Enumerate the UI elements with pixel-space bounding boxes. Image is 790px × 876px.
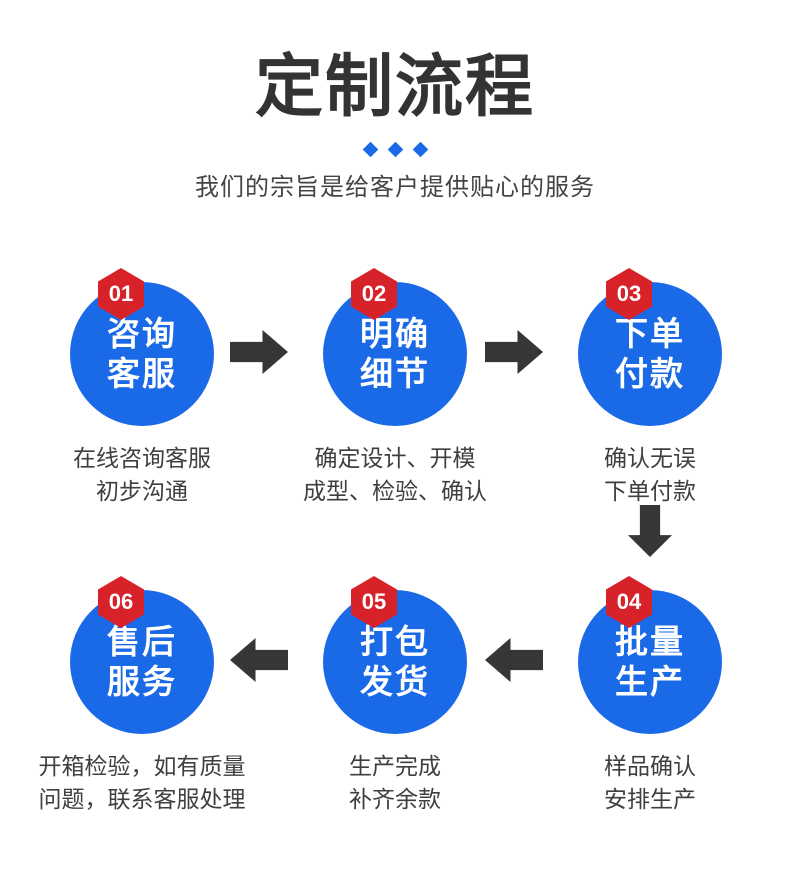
step-caption-04: 样品确认 安排生产	[535, 750, 765, 816]
step-number-label: 05	[361, 589, 387, 614]
step-caption-line-1: 确定设计、开模	[314, 445, 476, 471]
step-circle-02: 明确 细节	[323, 282, 467, 426]
step-caption-line-1: 在线咨询客服	[73, 445, 211, 471]
step-number-label: 02	[361, 281, 387, 306]
process-step-06: 06 售后 服务 开箱检验，如有质量 问题，联系客服处理	[27, 576, 257, 816]
step-caption-line-1: 生产完成	[349, 753, 441, 779]
process-step-01: 01 咨询 客服 在线咨询客服 初步沟通	[27, 268, 257, 508]
step-caption-line-2: 下单付款	[604, 478, 696, 504]
page-subtitle: 我们的宗旨是给客户提供贴心的服务	[195, 174, 595, 201]
step-title-line-2: 发货	[360, 663, 430, 700]
step-number-label: 04	[616, 589, 642, 614]
step-bubble-wrap-05: 05 打包 发货	[280, 576, 510, 736]
step-bubble-wrap-06: 06 售后 服务	[27, 576, 257, 736]
step-caption-line-2: 安排生产	[604, 786, 696, 812]
step-bubble-wrap-02: 02 明确 细节	[280, 268, 510, 428]
process-step-05: 05 打包 发货 生产完成 补齐余款	[280, 576, 510, 816]
step-number-label: 03	[616, 281, 642, 306]
page-title: 定制流程	[254, 49, 535, 125]
step-caption-02: 确定设计、开模 成型、检验、确认	[280, 442, 510, 508]
step-title-line-2: 付款	[615, 355, 685, 392]
step-caption-line-2: 补齐余款	[349, 786, 441, 812]
step-caption-line-2: 问题，联系客服处理	[38, 786, 246, 812]
step-title-line-2: 细节	[360, 355, 430, 392]
process-step-03: 03 下单 付款 确认无误 下单付款	[535, 268, 765, 508]
step-title-line-2: 客服	[107, 355, 177, 392]
step-caption-line-1: 样品确认	[604, 753, 696, 779]
step-caption-line-1: 确认无误	[604, 445, 696, 471]
step-title-line-1: 下单	[615, 315, 685, 352]
step-title-line-1: 售后	[107, 623, 177, 660]
step-title-line-1: 咨询	[107, 315, 177, 352]
step-circle-04: 批量 生产	[578, 590, 722, 734]
step-bubble-wrap-01: 01 咨询 客服	[27, 268, 257, 428]
step-caption-01: 在线咨询客服 初步沟通	[27, 442, 257, 508]
header: 定制流程 我们的宗旨是给客户提供贴心的服务	[0, 0, 790, 204]
process-step-04: 04 批量 生产 样品确认 安排生产	[535, 576, 765, 816]
step-title-line-1: 明确	[360, 315, 430, 352]
process-step-02: 02 明确 细节 确定设计、开模 成型、检验、确认	[280, 268, 510, 508]
step-title-line-1: 批量	[615, 623, 685, 660]
step-caption-03: 确认无误 下单付款	[535, 442, 765, 508]
step-bubble-wrap-03: 03 下单 付款	[535, 268, 765, 428]
step-title-line-2: 生产	[615, 663, 685, 700]
arrow-down-icon	[628, 505, 672, 557]
step-bubble-wrap-04: 04 批量 生产	[535, 576, 765, 736]
step-title-line-1: 打包	[360, 623, 430, 660]
step-caption-line-1: 开箱检验，如有质量	[38, 753, 246, 779]
step-caption-06: 开箱检验，如有质量 问题，联系客服处理	[27, 750, 257, 816]
step-circle-06: 售后 服务	[70, 590, 214, 734]
step-number-label: 06	[108, 589, 134, 614]
step-caption-line-2: 初步沟通	[96, 478, 188, 504]
step-caption-line-2: 成型、检验、确认	[303, 478, 487, 504]
step-number-label: 01	[108, 281, 134, 306]
step-title-line-2: 服务	[107, 663, 177, 700]
step-caption-05: 生产完成 补齐余款	[280, 750, 510, 816]
